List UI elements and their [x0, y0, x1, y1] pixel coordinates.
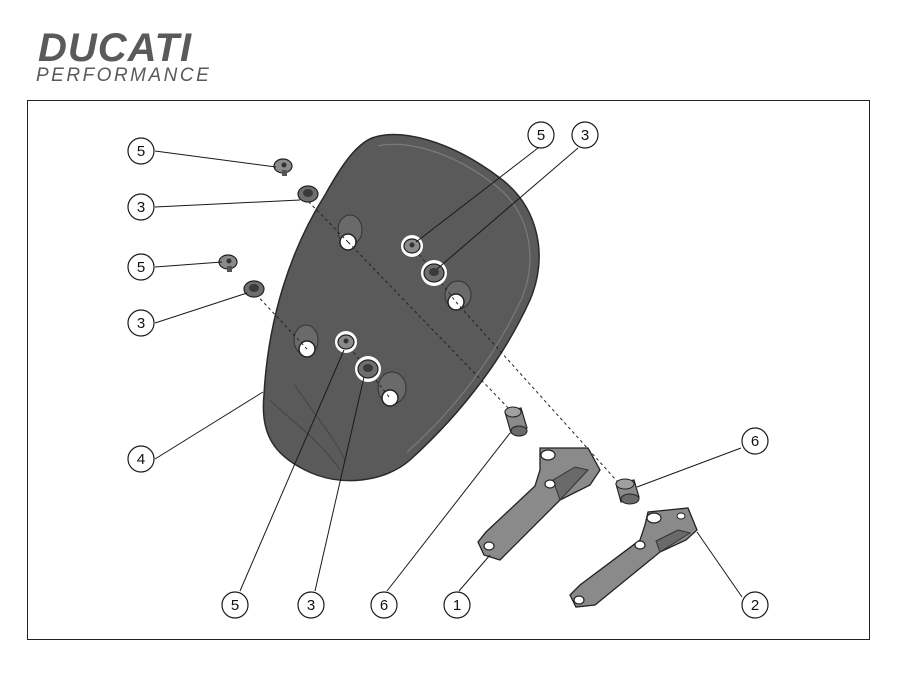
callout-label: 2: [751, 597, 759, 614]
callout: 6: [370, 591, 398, 619]
diagram-frame: [27, 100, 870, 640]
bracket-right: [569, 507, 698, 608]
callout-label: 5: [231, 597, 239, 614]
washer: [355, 356, 381, 382]
screw: [218, 254, 238, 272]
callout: 3: [297, 591, 325, 619]
assembly-axes: [251, 192, 626, 491]
callout: 3: [571, 121, 599, 149]
callout-label: 6: [751, 433, 759, 450]
screw: [401, 235, 423, 257]
screw: [335, 331, 357, 353]
washer: [243, 280, 265, 298]
callout-label: 5: [137, 143, 145, 160]
spacer: [504, 406, 528, 437]
callout: 2: [741, 591, 769, 619]
callout: 3: [127, 193, 155, 221]
callout: 5: [127, 253, 155, 281]
callout-label: 3: [581, 127, 589, 144]
callout-label: 5: [137, 259, 145, 276]
bracket-left: [477, 447, 601, 561]
washer: [297, 185, 319, 203]
screw: [273, 158, 293, 176]
callout-label: 5: [537, 127, 545, 144]
callout-label: 3: [307, 597, 315, 614]
callout-label: 4: [137, 451, 145, 468]
callout: 5: [527, 121, 555, 149]
ducati-performance-logo: DUCATI PERFORMANCE: [36, 28, 211, 86]
spacer: [615, 478, 640, 505]
brand-name: DUCATI: [38, 28, 192, 70]
callout: 5: [221, 591, 249, 619]
brand-sub: PERFORMANCE: [36, 65, 211, 86]
callout-label: 3: [137, 315, 145, 332]
callout-label: 6: [380, 597, 388, 614]
callouts: 5 3 5 3 4 5 3 5 3 6 1 6 2: [127, 121, 769, 619]
callout: 4: [127, 445, 155, 473]
windshield-hole: [444, 280, 472, 311]
callout: 3: [127, 309, 155, 337]
windshield: [262, 133, 540, 482]
callout: 5: [127, 137, 155, 165]
callout: 1: [443, 591, 471, 619]
callout: 6: [741, 427, 769, 455]
callout-label: 3: [137, 199, 145, 216]
callout-label: 1: [453, 597, 461, 614]
leader-lines: [154, 147, 743, 598]
windshield-hole: [377, 371, 407, 407]
